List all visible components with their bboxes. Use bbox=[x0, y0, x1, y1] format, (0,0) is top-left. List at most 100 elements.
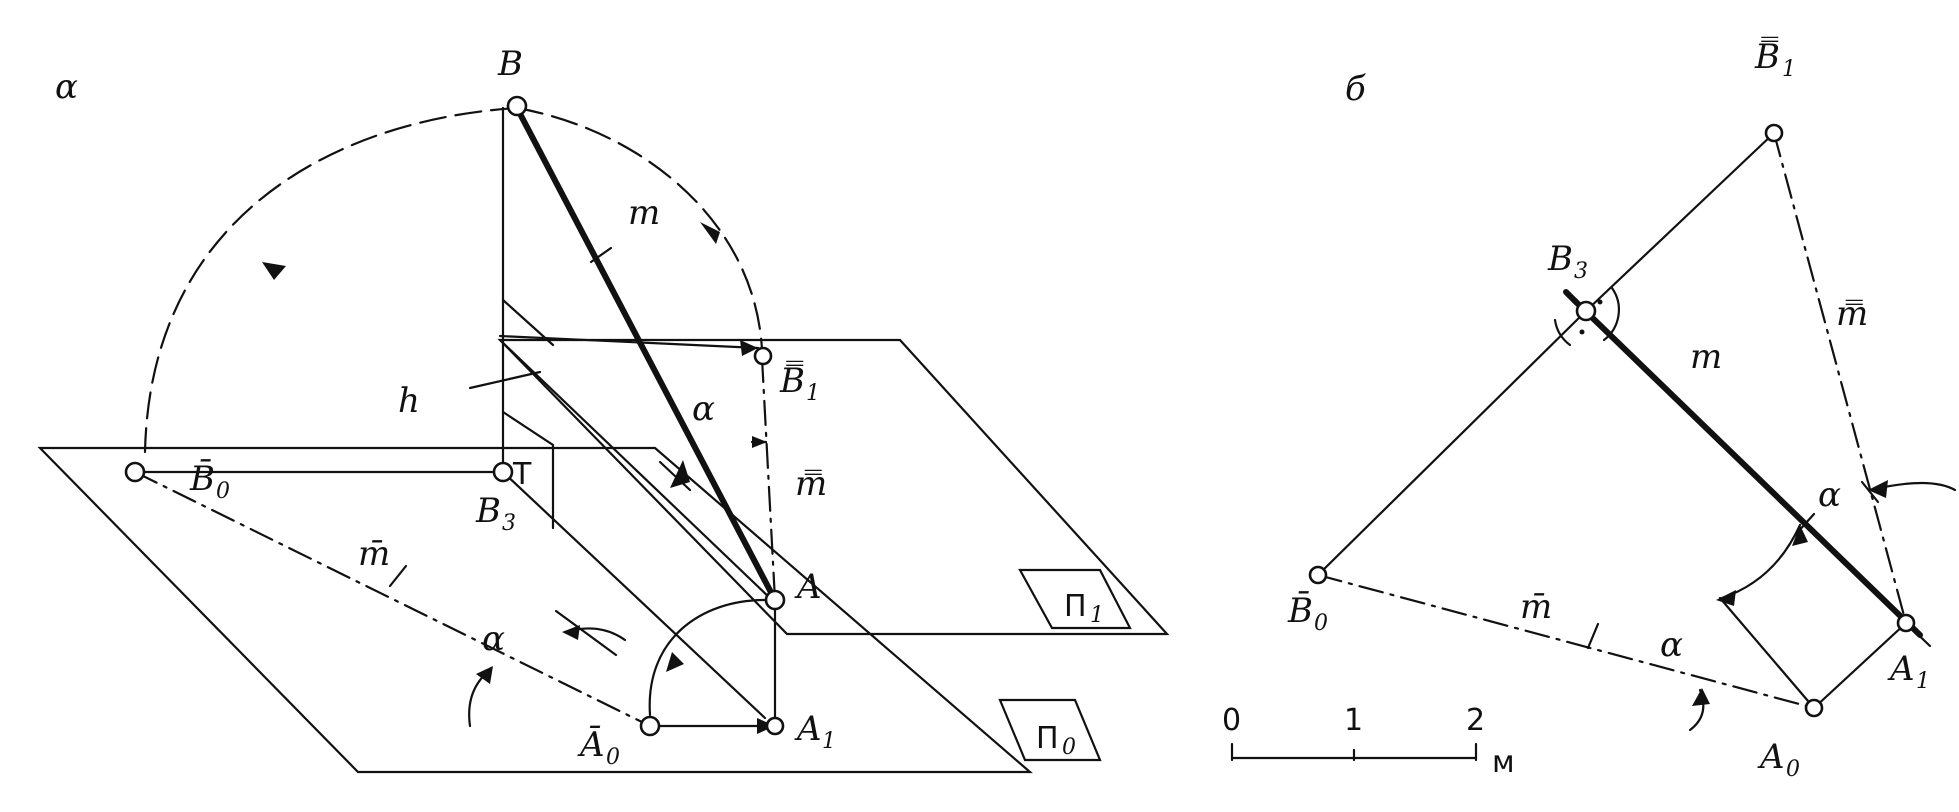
point-B3 bbox=[492, 461, 514, 483]
arrow-alpha-upper-b-2 bbox=[1716, 590, 1736, 606]
point-A bbox=[764, 589, 786, 611]
tick-alpha-upper bbox=[658, 460, 692, 492]
arrow-alpha-right-b bbox=[1868, 480, 1888, 498]
line-m-b-ext bbox=[1563, 289, 1579, 305]
label-A0-sub: 0 bbox=[606, 745, 620, 770]
arc-B-to-B1 bbox=[515, 106, 764, 352]
label-B1-b: B̿ bbox=[1754, 36, 1780, 77]
label-m-bar: m̄ bbox=[358, 534, 390, 574]
plane-pi0 bbox=[37, 446, 1033, 774]
label-B0: B̄ bbox=[189, 458, 215, 499]
label-B1-sub: 1 bbox=[806, 381, 820, 406]
label-T: T bbox=[512, 457, 532, 492]
arrow-arc-right bbox=[700, 222, 720, 244]
label-m: m bbox=[628, 193, 660, 233]
label-B3-sub-b: 3 bbox=[1574, 259, 1588, 284]
alpha-construction-line bbox=[1718, 596, 1816, 710]
point-B3-b bbox=[1575, 300, 1597, 322]
line-B-B1-top bbox=[498, 334, 760, 350]
point-B1-b bbox=[1764, 123, 1784, 143]
line-m-bar-b bbox=[1316, 573, 1816, 710]
panel-b: б bbox=[1222, 36, 1957, 782]
right-angle-arc-2 bbox=[1553, 318, 1572, 347]
panel-b-label: б bbox=[1345, 69, 1366, 109]
line-h-leader bbox=[468, 370, 542, 390]
panel-a: α bbox=[37, 44, 1170, 774]
right-angle-dot-2 bbox=[1579, 329, 1585, 335]
point-A0-bar bbox=[639, 715, 661, 737]
panel-a-label: α bbox=[55, 67, 78, 107]
line-m-b bbox=[1571, 297, 1923, 638]
label-A0-b: A bbox=[1757, 737, 1785, 777]
arrow-arc-left bbox=[262, 262, 286, 280]
point-A0-b bbox=[1804, 698, 1824, 718]
label-B: B bbox=[497, 44, 523, 84]
arrow-alpha-lower-2 bbox=[562, 625, 580, 640]
label-B3-sub: 3 bbox=[502, 511, 516, 536]
arc-A0-to-A bbox=[648, 598, 767, 717]
tick-alpha-right-b bbox=[1860, 480, 1880, 504]
tick-m bbox=[589, 246, 613, 264]
label-m-bar-b: m̄ bbox=[1520, 587, 1552, 627]
label-A1-sub: 1 bbox=[822, 729, 836, 754]
line-m-dbar bbox=[760, 356, 777, 602]
label-alpha-lower: α bbox=[482, 619, 505, 659]
line-A0-A1-b bbox=[1812, 621, 1908, 710]
label-pi0-sub: 0 bbox=[1062, 735, 1076, 760]
label-pi1-sub: 1 bbox=[1090, 603, 1104, 628]
arrow-alpha-upper-2 bbox=[752, 436, 767, 448]
label-B0-sub-b: 0 bbox=[1314, 611, 1328, 636]
point-B0-b bbox=[1308, 565, 1328, 585]
label-A0-sub-b: 0 bbox=[1786, 757, 1800, 782]
label-A1: A bbox=[794, 709, 822, 749]
label-B0-b: B̄ bbox=[1287, 590, 1313, 631]
tick-m-bar bbox=[388, 564, 408, 588]
tick-m-bar-b bbox=[1586, 622, 1600, 650]
plane-pi0-box bbox=[998, 698, 1102, 762]
label-B1-sub-b: 1 bbox=[1782, 57, 1796, 82]
scale-label-2: 2 bbox=[1466, 703, 1485, 738]
scale-unit: м bbox=[1492, 745, 1515, 780]
arrow-alpha-lower-1 bbox=[476, 666, 493, 684]
arrow-alpha-upper-b bbox=[1792, 525, 1808, 546]
label-m-b: m bbox=[1690, 337, 1722, 377]
arrow-arc-A bbox=[666, 652, 684, 672]
label-A0: Ā bbox=[577, 725, 605, 765]
line-m bbox=[514, 105, 778, 603]
point-B1-bar bbox=[753, 346, 773, 366]
label-pi0: Π bbox=[1036, 721, 1059, 756]
line-m-bar bbox=[133, 470, 652, 728]
line-m-dbar-b bbox=[1772, 131, 1908, 625]
arrow-B1-top bbox=[740, 340, 758, 356]
tick-alpha-lower bbox=[554, 609, 618, 657]
label-m-dbar-b: m̿ bbox=[1836, 294, 1868, 334]
label-B0-sub: 0 bbox=[216, 479, 230, 504]
label-pi1: Π bbox=[1064, 589, 1087, 624]
label-B3: B bbox=[475, 491, 501, 531]
label-A1-sub-b: 1 bbox=[1916, 669, 1930, 694]
point-B bbox=[506, 95, 528, 117]
point-A1-b bbox=[1896, 613, 1916, 633]
right-angle-arc-1 bbox=[1602, 286, 1620, 342]
label-alpha-lower-b: α bbox=[1660, 625, 1683, 665]
label-m-dbar: m̿ bbox=[795, 464, 827, 504]
line-B3-B1-b bbox=[1584, 131, 1776, 313]
scale-label-0: 0 bbox=[1222, 703, 1241, 738]
label-A: A bbox=[794, 567, 822, 607]
line-h bbox=[498, 338, 774, 602]
arrow-alpha-upper bbox=[670, 460, 690, 488]
line-B0-B3-b bbox=[1316, 309, 1588, 577]
label-B1: B̿ bbox=[779, 360, 805, 401]
label-B3-b: B bbox=[1547, 239, 1573, 279]
scale-label-1: 1 bbox=[1344, 703, 1363, 738]
label-h: h bbox=[398, 381, 420, 421]
label-A1-b: A bbox=[1887, 649, 1915, 689]
plane-pi1-box bbox=[1018, 568, 1132, 630]
label-alpha-upper: α bbox=[692, 389, 715, 429]
label-alpha-upper-b: α bbox=[1818, 475, 1841, 515]
arc-B-to-B0 bbox=[143, 106, 519, 454]
plane-t-base bbox=[501, 470, 767, 720]
arrow-alpha-lower-b bbox=[1692, 688, 1710, 706]
